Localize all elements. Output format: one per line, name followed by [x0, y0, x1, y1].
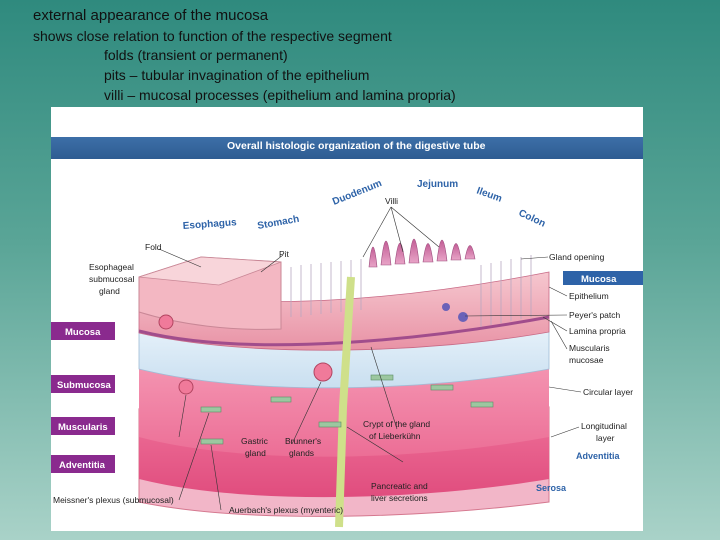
label-pancreatic-2: liver secretions [371, 493, 428, 503]
layer-box-mucosa [51, 322, 115, 340]
segment-stomach: Stomach [257, 214, 301, 232]
layer-box-mucosa-label: Mucosa [65, 327, 101, 338]
label-muscularis-mucosae-2: mucosae [569, 355, 604, 365]
leader-lines [158, 206, 582, 511]
plexus-markers [200, 374, 494, 445]
label-longitudinal-1: Longitudinal [581, 421, 627, 431]
label-serosa: Serosa [536, 483, 567, 493]
layer-box-submucosa-label: Submucosa [57, 380, 112, 391]
brunners-gland-icon [313, 362, 333, 382]
layer-box-submucosa [51, 375, 115, 393]
label-gastric-1: Gastric [241, 436, 269, 446]
gastric-gland-icon [178, 379, 194, 395]
segment-duodenum: Duodenum [331, 178, 384, 208]
label-pancreatic-1: Pancreatic and [371, 481, 428, 491]
label-brunners-2: glands [289, 448, 314, 458]
slide-title: external appearance of the mucosa [33, 7, 269, 24]
peyers-patch-icon-2 [442, 303, 450, 311]
label-esophageal-3: gland [99, 286, 120, 296]
label-longitudinal-2: layer [596, 433, 615, 443]
muscularis-mucosae-line [138, 315, 550, 347]
label-lamina-propria: Lamina propria [569, 326, 626, 336]
slide-line-4: villi – mucosal processes (epithelium an… [104, 87, 456, 103]
label-muscularis-mucosae-1: Muscularis [569, 343, 610, 353]
esophagus-top-surface [138, 256, 282, 286]
figure-banner: Overall histologic organization of the d… [51, 137, 643, 159]
layer-box-muscularis-label: Muscularis [58, 422, 108, 433]
label-esophageal-2: submucosal [89, 274, 134, 284]
label-gland-opening: Gland opening [549, 252, 605, 262]
figure-banner-title: Overall histologic organization of the d… [227, 140, 486, 152]
digestive-tube-diagram: Mucosa Submucosa Muscularis Adventitia E… [51, 178, 643, 528]
label-esophageal-1: Esophageal [89, 262, 134, 272]
slide-line-1: shows close relation to function of the … [33, 28, 392, 44]
label-circular-layer: Circular layer [583, 387, 633, 397]
histology-figure: Overall histologic organization of the d… [51, 107, 643, 531]
segment-colon: Colon [517, 208, 547, 230]
right-mucosa-box-label: Mucosa [581, 274, 617, 285]
label-brunners-1: Brunner's [285, 436, 321, 446]
label-meissner: Meissner's plexus (submucosal) [53, 495, 174, 505]
label-pit: Pit [279, 249, 290, 259]
label-crypt-1: Crypt of the gland [363, 419, 430, 429]
pancreatic-duct [335, 276, 355, 528]
segment-jejunum: Jejunum [417, 179, 458, 190]
label-peyers-patch: Peyer's patch [569, 310, 621, 320]
label-villi: Villi [385, 196, 398, 206]
segment-labels: Esophagus Stomach Duodenum Jejunum Ileum… [182, 178, 547, 232]
layer-box-adventitia-label: Adventitia [59, 460, 106, 471]
layer-boxes-left: Mucosa Submucosa Muscularis Adventitia [51, 322, 115, 473]
label-epithelium: Epithelium [569, 291, 609, 301]
label-fold: Fold [145, 242, 162, 252]
layer-box-muscularis [51, 417, 115, 435]
slide-line-3: pits – tubular invagination of the epith… [104, 67, 370, 83]
label-auerbach: Auerbach's plexus (myenteric) [229, 505, 343, 515]
villi-group [368, 238, 476, 268]
segment-ileum: Ileum [475, 185, 503, 204]
slide-line-2: folds (transient or permanent) [104, 47, 288, 63]
gland-striations [290, 255, 532, 327]
layer-box-adventitia [51, 455, 115, 473]
segment-esophagus: Esophagus [182, 217, 237, 232]
right-mucosa-box [563, 271, 643, 285]
label-adventitia-right: Adventitia [576, 451, 621, 461]
peyers-patch-icon [458, 312, 468, 322]
esophageal-gland-icon [158, 314, 174, 330]
label-gastric-2: gland [245, 448, 266, 458]
label-crypt-2: of Lieberkühn [369, 431, 421, 441]
